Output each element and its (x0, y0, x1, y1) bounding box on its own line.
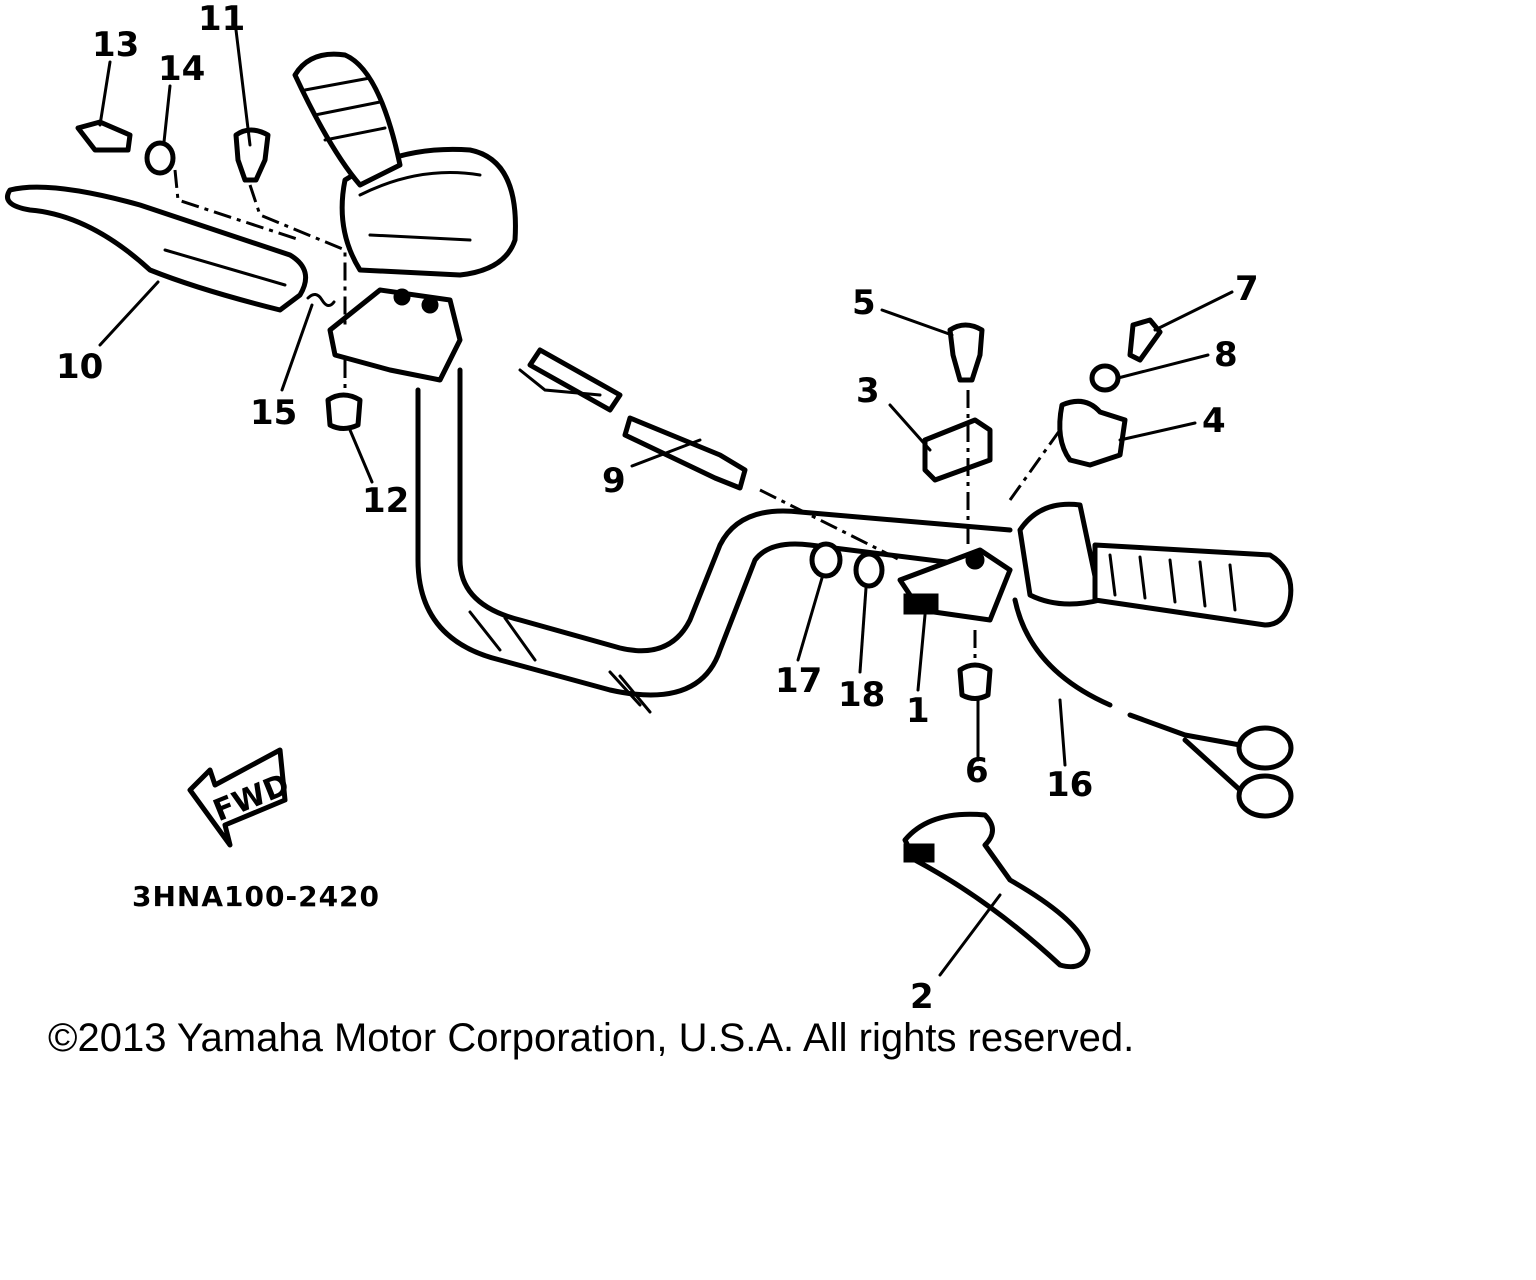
callout-3: 3 (856, 371, 880, 411)
handlebar-tube (415, 367, 1013, 714)
left-lever-bracket (327, 287, 463, 383)
callout-6: 6 (965, 751, 989, 791)
right-bracket (897, 547, 1013, 623)
callout-12: 12 (362, 481, 409, 521)
callout-4: 4 (1202, 401, 1226, 441)
callout-5: 5 (852, 283, 876, 323)
right-small-parts (922, 317, 1163, 545)
callout-16: 16 (1046, 765, 1093, 805)
wire-harness (1012, 597, 1294, 819)
callout-14: 14 (158, 49, 205, 89)
callout-9: 9 (602, 461, 626, 501)
callout-11: 11 (198, 0, 245, 39)
leader-lines (98, 28, 1234, 977)
callout-8: 8 (1214, 335, 1238, 375)
right-switch-and-grip (1017, 501, 1294, 628)
callout-10: 10 (56, 347, 103, 387)
part-code: 3HNA100-2420 (132, 880, 380, 913)
callout-17: 17 (775, 661, 822, 701)
cable-and-nuts (518, 347, 993, 701)
callout-18: 18 (838, 675, 885, 715)
callout-2: 2 (910, 977, 934, 1017)
fwd-arrow: FWD (187, 747, 294, 848)
left-brake-lever (5, 184, 309, 313)
callout-13: 13 (92, 25, 139, 65)
right-clutch-lever (902, 811, 1091, 970)
copyright-notice: ©2013 Yamaha Motor Corporation, U.S.A. A… (48, 1016, 1135, 1060)
callout-1: 1 (906, 691, 930, 731)
callout-numbers: 1 2 3 4 5 6 7 8 9 10 11 12 13 14 15 16 1… (56, 0, 1259, 1017)
callout-15: 15 (250, 393, 297, 433)
left-switch-housing (292, 51, 518, 278)
callout-7: 7 (1235, 269, 1259, 309)
small-parts-left (75, 119, 363, 431)
